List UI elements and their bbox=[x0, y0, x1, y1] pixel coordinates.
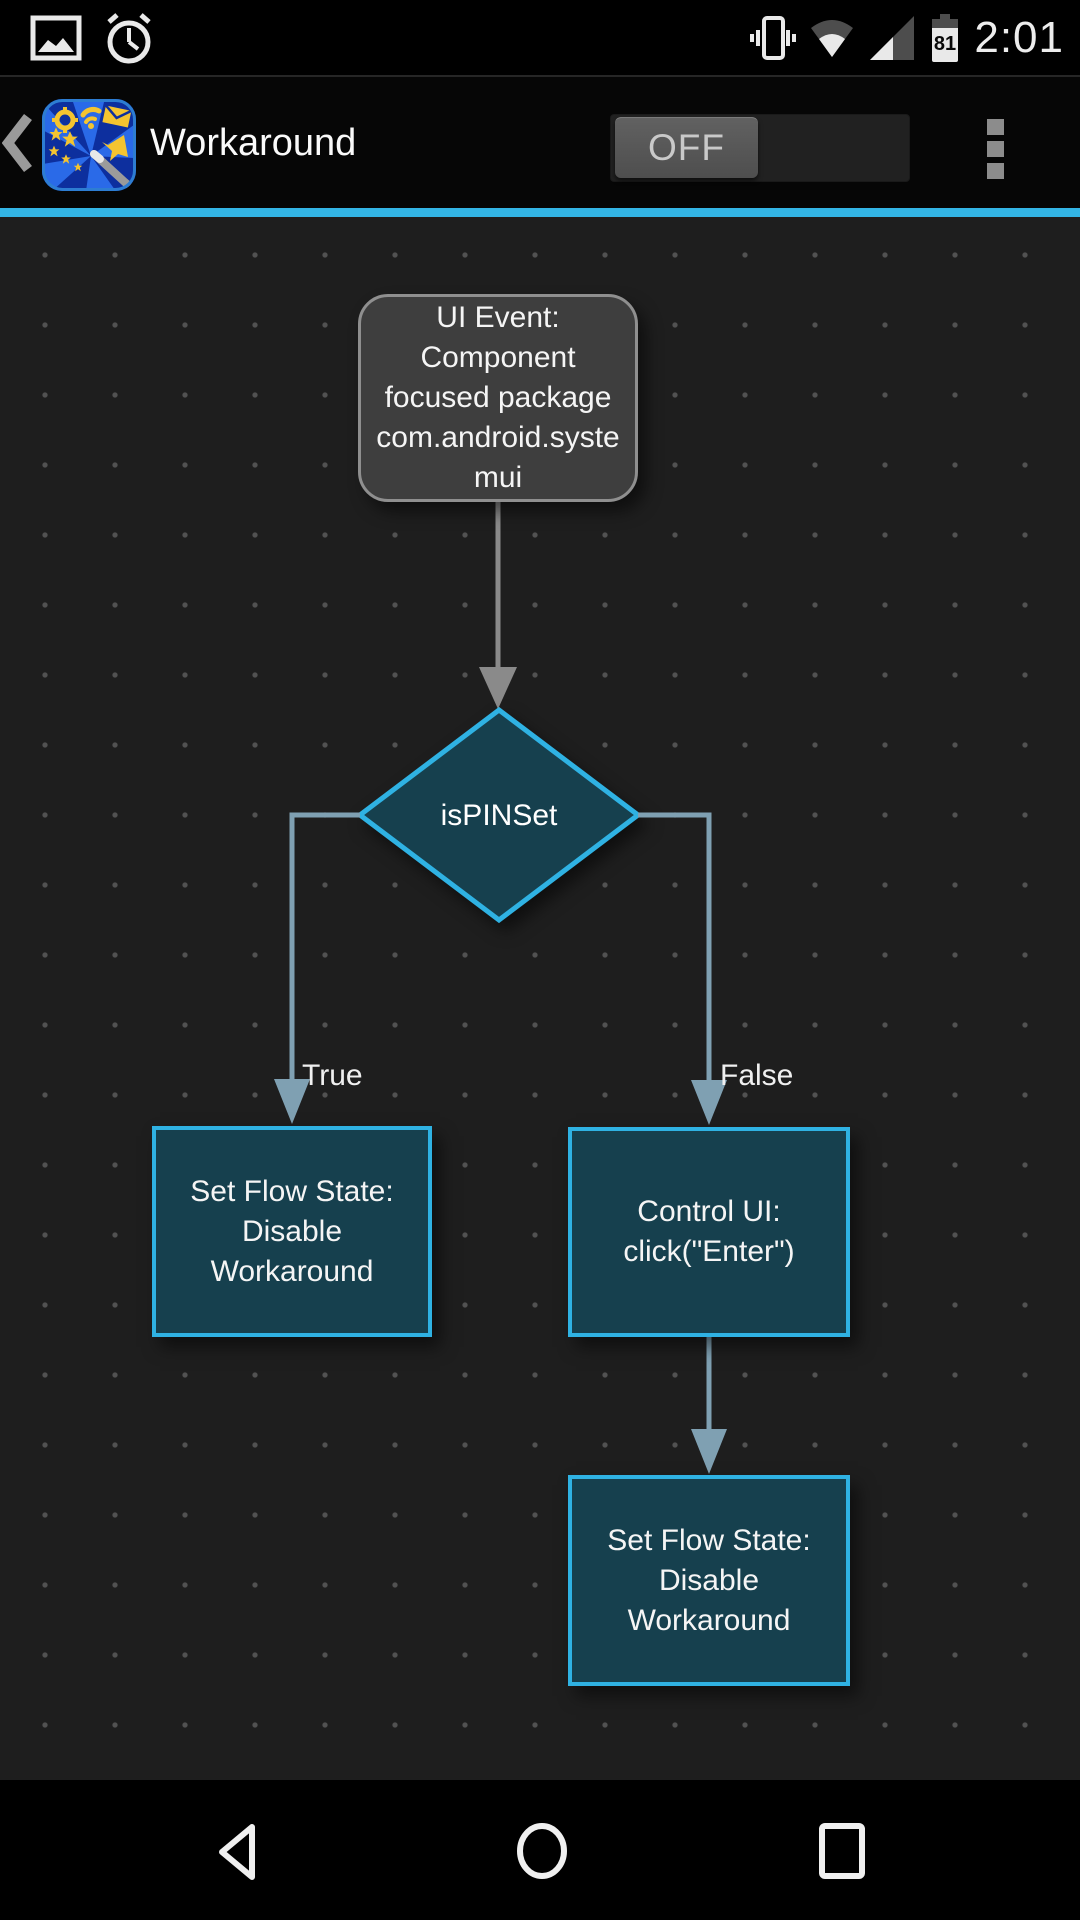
navigation-bar bbox=[0, 1780, 1080, 1920]
alarm-icon bbox=[107, 12, 151, 63]
node-decision-label[interactable]: isPINSet bbox=[440, 799, 558, 832]
automate-app-icon[interactable] bbox=[42, 99, 136, 191]
vibrate-icon bbox=[750, 15, 797, 60]
flowchart-canvas[interactable]: UI Event: Component focused package com.… bbox=[0, 217, 1080, 1780]
accent-divider bbox=[0, 208, 1080, 217]
battery-icon: 81 bbox=[932, 13, 959, 62]
clock-time: 2:01 bbox=[974, 12, 1064, 62]
node-ui-event[interactable]: UI Event: Component focused package com.… bbox=[358, 294, 638, 502]
edge-label-false: False bbox=[720, 1059, 794, 1092]
screenshot-icon bbox=[30, 15, 82, 60]
battery-percent: 81 bbox=[934, 33, 956, 55]
home-icon[interactable] bbox=[514, 1822, 570, 1880]
cell-signal-icon bbox=[870, 15, 915, 60]
node-control-ui[interactable]: Control UI: click("Enter") bbox=[568, 1127, 850, 1337]
back-chevron-icon[interactable] bbox=[2, 113, 36, 173]
recents-icon[interactable] bbox=[818, 1822, 866, 1880]
edge-label-true: True bbox=[302, 1059, 363, 1092]
back-icon[interactable] bbox=[212, 1822, 262, 1882]
page-title: Workaround bbox=[150, 122, 357, 164]
flowchart-edges bbox=[274, 502, 727, 1474]
node-set-flow-state-end[interactable]: Set Flow State: Disable Workaround bbox=[568, 1475, 850, 1686]
status-bar: 81 2:01 bbox=[0, 0, 1080, 75]
status-bar-system-icons: 81 2:01 bbox=[750, 0, 1064, 75]
wifi-icon bbox=[811, 19, 854, 57]
status-bar-notifications bbox=[30, 0, 158, 75]
app-bar: Workaround OFF bbox=[0, 75, 1080, 208]
decision-diamond-shape bbox=[355, 706, 643, 924]
flow-enabled-toggle[interactable]: OFF bbox=[610, 114, 910, 182]
toggle-thumb[interactable]: OFF bbox=[615, 117, 758, 178]
overflow-menu-icon[interactable] bbox=[987, 119, 1004, 179]
node-set-flow-state-true[interactable]: Set Flow State: Disable Workaround bbox=[152, 1126, 432, 1337]
